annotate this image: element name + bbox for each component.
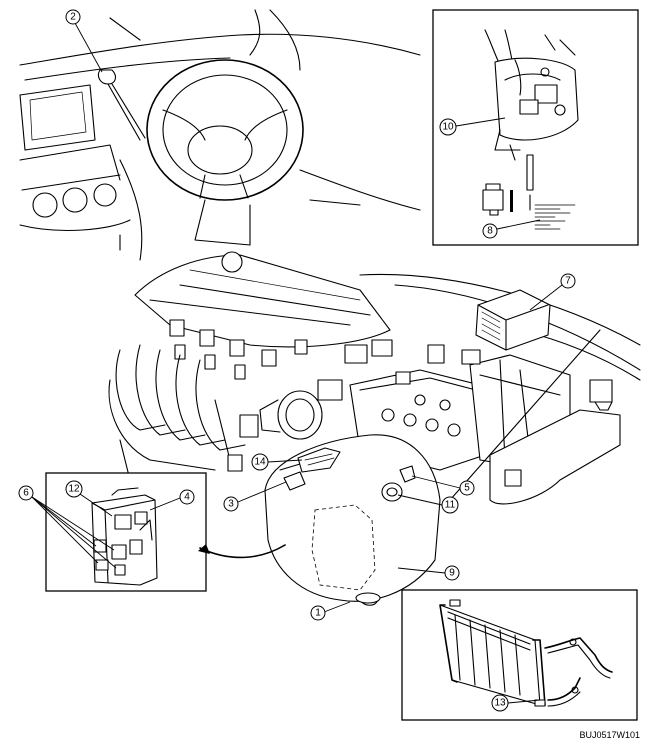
callout-6: 6 — [18, 485, 117, 569]
callout-label-10: 10 — [442, 122, 454, 133]
dashboard-illustration — [19, 9, 421, 261]
callout-label-6: 6 — [23, 488, 29, 499]
callout-label-12: 12 — [68, 484, 80, 495]
callout-label-8: 8 — [487, 226, 493, 237]
callout-2: 2 — [65, 9, 103, 73]
callout-label-3: 3 — [228, 499, 234, 510]
callout-5: 5 — [411, 475, 475, 496]
inset-solenoid-valves — [45, 472, 286, 592]
callout-label-2: 2 — [70, 12, 76, 23]
throttle-body — [259, 379, 343, 440]
ignition-coils — [169, 319, 308, 380]
callout-label-9: 9 — [449, 568, 455, 579]
callout-label-1: 1 — [315, 608, 321, 619]
callout-12: 12 — [65, 480, 113, 517]
callout-label-4: 4 — [184, 492, 190, 503]
callout-10: 10 — [439, 117, 506, 136]
callout-label-14: 14 — [254, 457, 266, 468]
pcm-module — [475, 289, 551, 351]
callout-label-7: 7 — [565, 276, 571, 287]
inset-cruise-switch — [432, 9, 639, 246]
callout-13: 13 — [491, 694, 541, 712]
inset-oil-cooler — [401, 589, 638, 721]
engine-illustration — [108, 251, 641, 606]
callout-4: 4 — [149, 489, 195, 511]
callout-label-5: 5 — [464, 483, 470, 494]
callout-label-11: 11 — [445, 500, 456, 511]
callout-label-13: 13 — [494, 698, 506, 709]
callout-1: 1 — [310, 601, 351, 621]
reference-code: BUJ0517W101 — [579, 730, 640, 740]
callout-11: 11 — [397, 494, 459, 514]
callout-7: 7 — [529, 273, 576, 311]
callout-8: 8 — [482, 219, 541, 239]
callout-9: 9 — [397, 565, 460, 581]
callout-3: 3 — [223, 481, 287, 512]
callout-14: 14 — [251, 453, 303, 471]
transaxle — [264, 434, 441, 606]
